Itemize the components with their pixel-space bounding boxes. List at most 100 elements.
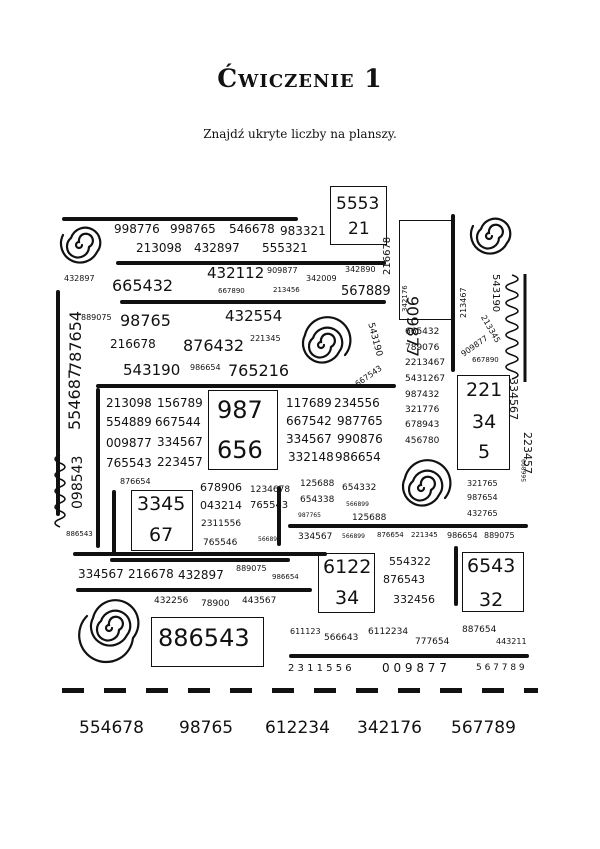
- board-line: [277, 486, 281, 546]
- board-number: 009877: [106, 436, 152, 450]
- board-line: [96, 388, 100, 548]
- box-number: 32: [479, 589, 504, 611]
- board-number: 125688: [300, 479, 335, 489]
- board-number: 0 0 9 8 7 7: [382, 661, 447, 675]
- board-number: 98765: [120, 311, 171, 330]
- board-number: 334567: [78, 567, 124, 581]
- board-number: 987432: [405, 390, 440, 400]
- board-number: 2311556: [201, 519, 242, 529]
- board-number: 543190: [490, 274, 501, 313]
- board-number: 667544: [155, 415, 201, 429]
- board-line: [96, 384, 396, 388]
- instructions: Znajdź ukryte liczby na planszy.: [203, 127, 397, 141]
- board-number: 678906: [200, 481, 242, 494]
- board-number: 213467: [459, 287, 468, 318]
- board-number: 789076: [405, 343, 440, 353]
- board-number: 334567: [298, 532, 333, 542]
- board-line: [73, 552, 327, 556]
- board-number: 765546: [203, 538, 238, 548]
- board-number: 334567: [286, 432, 332, 446]
- board-number: 432897: [64, 274, 95, 283]
- board-number: 5431267: [405, 374, 446, 384]
- box-number: 221: [466, 379, 503, 401]
- board-line: [110, 558, 290, 562]
- board-number: 443211: [496, 637, 527, 646]
- board-number: 986654: [272, 573, 299, 581]
- board-number: 889075: [236, 564, 267, 573]
- board-number: 221345: [411, 531, 438, 539]
- board-number: 234556: [334, 396, 380, 410]
- board-number: 889075: [484, 531, 515, 540]
- target-number: 554678: [79, 718, 144, 738]
- board-number: 546678: [229, 222, 275, 236]
- board-number: 78900: [201, 599, 230, 609]
- board-number: 665432: [112, 276, 174, 295]
- board-number: 983321: [280, 224, 326, 238]
- board-number: 342009: [306, 274, 337, 283]
- box-number: 656: [217, 436, 263, 464]
- board-number: 156789: [157, 396, 203, 410]
- board-line: [288, 524, 528, 528]
- board-number: 667890: [472, 356, 499, 364]
- box-number: 21: [348, 219, 370, 239]
- box-number: 3345: [137, 493, 186, 515]
- box-number: 987: [217, 396, 263, 424]
- board-number: 990876: [337, 432, 383, 446]
- board-number: 332456: [393, 593, 435, 606]
- board-line: [56, 290, 60, 516]
- target-number: 342176: [357, 718, 422, 738]
- board-number: 443567: [242, 596, 277, 606]
- target-number: 567789: [451, 718, 516, 738]
- number-box: [462, 552, 524, 612]
- board-number: 667542: [286, 414, 332, 428]
- board-number: 876654: [120, 477, 151, 486]
- board-number: 678943: [405, 420, 440, 430]
- board-number: 777654: [415, 637, 450, 647]
- board-number: 117689: [286, 396, 332, 410]
- board-number: 654332: [342, 483, 377, 493]
- board-number: 213098: [136, 241, 182, 255]
- board-number: 886543: [66, 530, 93, 538]
- box-number: 6543: [467, 555, 516, 577]
- board-number: 667890: [218, 287, 245, 295]
- number-box: [399, 220, 453, 320]
- coil-icon: [54, 274, 519, 528]
- number-box: [208, 390, 278, 470]
- board-number: 566643: [324, 633, 359, 643]
- board-number: 543190: [123, 361, 181, 379]
- board-number: 6112234: [368, 627, 409, 637]
- board-number: 566899: [346, 501, 369, 508]
- box-number: 5: [478, 441, 491, 463]
- board-number: 432897: [194, 241, 240, 255]
- board-number: 566899: [342, 533, 365, 540]
- box-number: 5553: [336, 194, 380, 214]
- target-number: 612234: [265, 718, 330, 738]
- board-line: [454, 546, 458, 606]
- board-number: 216678: [128, 567, 174, 581]
- board-number: 332148: [288, 450, 334, 464]
- board-line: [116, 261, 386, 265]
- target-number: 98765: [179, 718, 234, 738]
- board-number: 334567: [157, 435, 203, 449]
- board-number: 432256: [154, 596, 189, 606]
- spiral-icon: [401, 459, 452, 507]
- board-number: 213456: [273, 286, 300, 294]
- board-number: 098543: [70, 455, 86, 509]
- board-line: [112, 490, 116, 554]
- board-number: 566899: [521, 459, 528, 482]
- board-line: [76, 588, 312, 592]
- page-title: Ćwiczenie 1: [217, 64, 383, 93]
- board-number: 998765: [170, 222, 216, 236]
- board-number: 456780: [405, 436, 440, 446]
- box-number: 67: [149, 524, 174, 546]
- board-line: [62, 217, 298, 221]
- board-number: 1234678: [250, 485, 291, 495]
- board-line: [451, 214, 455, 372]
- board-number: 554889: [106, 415, 152, 429]
- board-number: 221345: [250, 334, 281, 343]
- board-number: 223457: [157, 455, 203, 469]
- board-number: 5 6 7 7 8 9: [476, 663, 525, 673]
- board-number: 216678: [110, 337, 156, 351]
- spiral-icon: [469, 217, 512, 255]
